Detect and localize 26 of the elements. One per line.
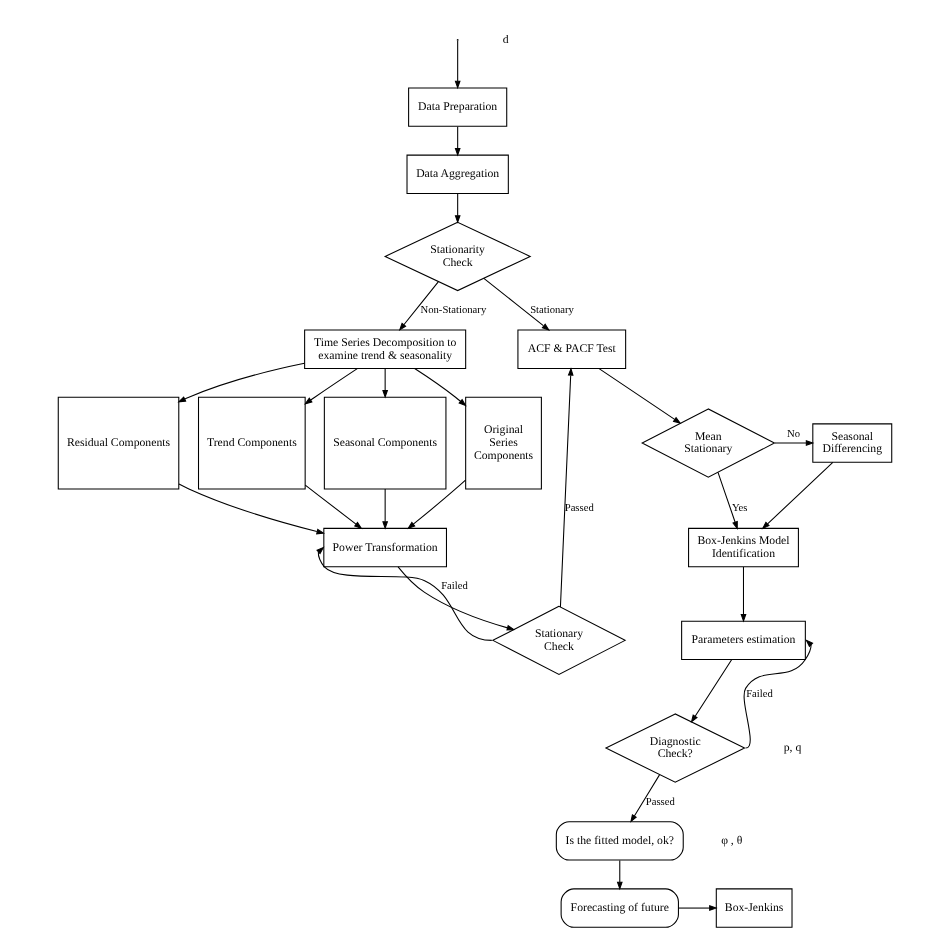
arrow: [396, 566, 515, 631]
arrow: [397, 281, 438, 332]
arrow: [742, 639, 813, 749]
arrow: [597, 368, 681, 424]
arrow: [303, 368, 357, 405]
arrow: [315, 546, 492, 641]
arrow: [677, 905, 717, 912]
arrow: [381, 368, 388, 399]
arrow: [176, 362, 304, 403]
arrow: [453, 126, 460, 157]
arrow: [381, 488, 388, 530]
arrow: [406, 479, 466, 530]
arrow: [413, 367, 466, 407]
arrow: [482, 277, 550, 331]
arrow: [739, 566, 746, 623]
arrow: [615, 859, 622, 891]
arrow: [453, 193, 460, 224]
arrow: [303, 484, 362, 530]
arrow: [177, 483, 324, 535]
arrow: [760, 461, 833, 530]
arrow: [453, 40, 460, 90]
arrow: [558, 367, 573, 608]
arrow: [629, 774, 660, 823]
arrow: [689, 659, 732, 724]
arrow: [716, 471, 737, 530]
arrow: [773, 440, 814, 447]
